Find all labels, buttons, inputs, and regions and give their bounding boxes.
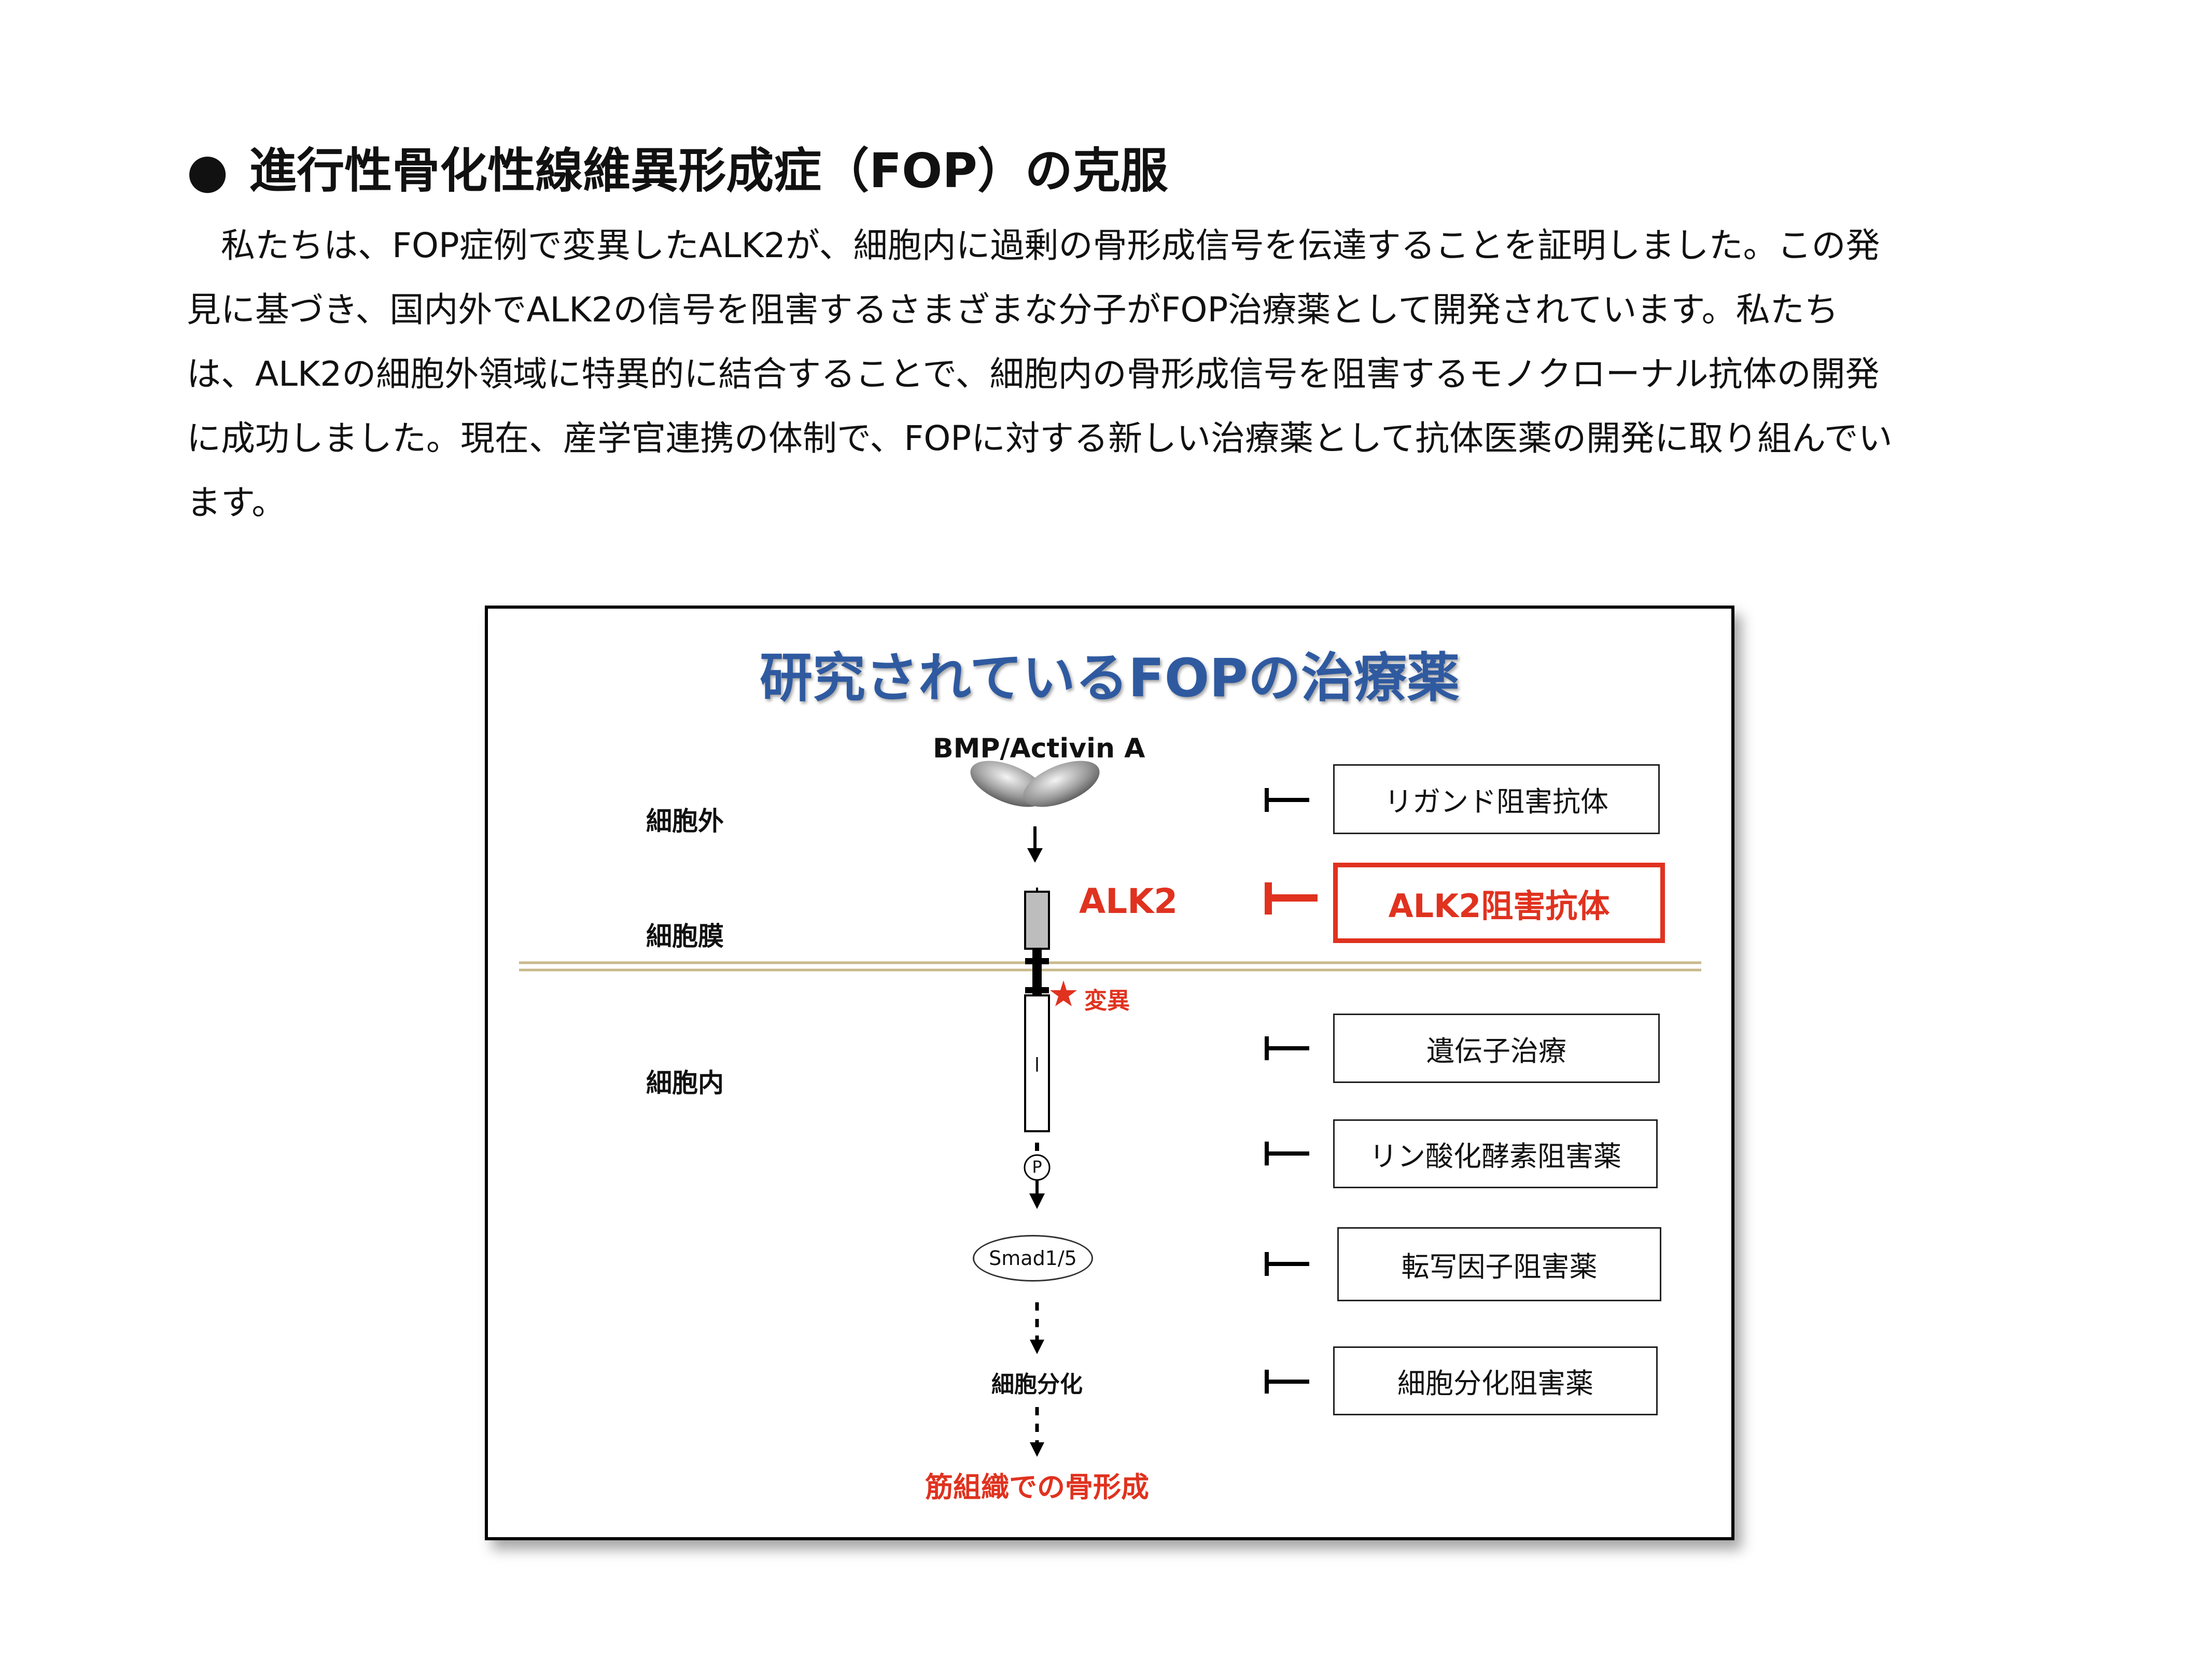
smad-oval: Smad1/5 xyxy=(973,1235,1093,1282)
receptor-label: ALK2 xyxy=(1079,881,1178,921)
arrow-diff-to-outcome xyxy=(1030,1407,1044,1457)
outcome-label: 筋組織での骨形成 xyxy=(925,1471,1149,1503)
cell-membrane xyxy=(519,961,1701,972)
inhibitor-label: ALK2阻害抗体 xyxy=(1388,887,1610,925)
inhibit-marker-alk2 xyxy=(1265,882,1318,915)
mutation-label: 変異 xyxy=(1084,988,1130,1014)
fop-treatment-figure: 研究されているFOPの治療薬 BMP/Activin A 細胞外 細胞膜 細胞内… xyxy=(485,606,1734,1540)
phospho-label: P xyxy=(1032,1157,1042,1177)
bullet-icon: ● xyxy=(187,143,229,199)
inhibitor-box: 遺伝子治療 xyxy=(1333,1014,1660,1083)
paragraph-line: ます。 xyxy=(187,483,286,523)
region-label-outside: 細胞外 xyxy=(646,806,724,836)
inhibitor-box-alk2: ALK2阻害抗体 xyxy=(1333,863,1665,943)
inhibitor-box: リン酸化酵素阻害薬 xyxy=(1333,1119,1658,1188)
smad-label: Smad1/5 xyxy=(989,1247,1077,1270)
inhibit-marker xyxy=(1265,1142,1309,1165)
phospho-circle xyxy=(1024,1154,1051,1181)
inhibitor-box: 細胞分化阻害薬 xyxy=(1333,1346,1658,1415)
arrow-ligand-to-receptor xyxy=(1027,826,1043,863)
inhibitor-label: 転写因子阻害薬 xyxy=(1401,1250,1598,1283)
region-label-inside: 細胞内 xyxy=(646,1068,724,1098)
inhibitor-label: リガンド阻害抗体 xyxy=(1384,785,1608,818)
ligand-shape xyxy=(970,761,1100,807)
arrow-smad-to-diff xyxy=(1030,1302,1044,1354)
arrow-receptor-to-phospho xyxy=(1029,1143,1045,1209)
paragraph-line: 見に基づき、国内外でALK2の信号を阻害するさまざまな分子がFOP治療薬として開… xyxy=(187,290,1839,330)
inhibitor-box: 転写因子阻害薬 xyxy=(1337,1227,1661,1301)
pathway-diagram xyxy=(519,761,1701,1457)
alk2-receptor xyxy=(1024,888,1050,1132)
ligand-label: BMP/Activin A xyxy=(933,733,1145,764)
inhibitor-label: 遺伝子治療 xyxy=(1426,1034,1566,1067)
inhibitor-label: 細胞分化阻害薬 xyxy=(1397,1367,1593,1400)
mutation-star-icon xyxy=(1050,980,1077,1006)
paragraph-line: は、ALK2の細胞外領域に特異的に結合することで、細胞内の骨形成信号を阻害するモ… xyxy=(187,354,1880,394)
paragraph-line: に成功しました。現在、産学官連携の体制で、FOPに対する新しい治療薬として抗体医… xyxy=(187,418,1893,458)
section-heading: ● 進行性骨化性線維異形成症（FOP）の克服 xyxy=(187,140,2053,202)
inhibit-marker xyxy=(1265,1252,1309,1276)
inhibit-marker xyxy=(1265,1036,1309,1060)
paragraph-line: 私たちは、FOP症例で変異したALK2が、細胞内に過剰の骨形成信号を伝達すること… xyxy=(187,226,1880,265)
inhibit-marker xyxy=(1265,1370,1309,1394)
region-label-membrane: 細胞膜 xyxy=(646,921,724,951)
heading-text: 進行性骨化性線維異形成症（FOP）の克服 xyxy=(249,143,1168,199)
differentiation-label: 細胞分化 xyxy=(991,1371,1083,1398)
inhibitor-box: リガンド阻害抗体 xyxy=(1333,764,1660,834)
figure-title: 研究されているFOPの治療薬 xyxy=(759,648,1460,709)
inhibit-marker xyxy=(1265,788,1309,812)
inhibitor-label: リン酸化酵素阻害薬 xyxy=(1369,1140,1621,1173)
